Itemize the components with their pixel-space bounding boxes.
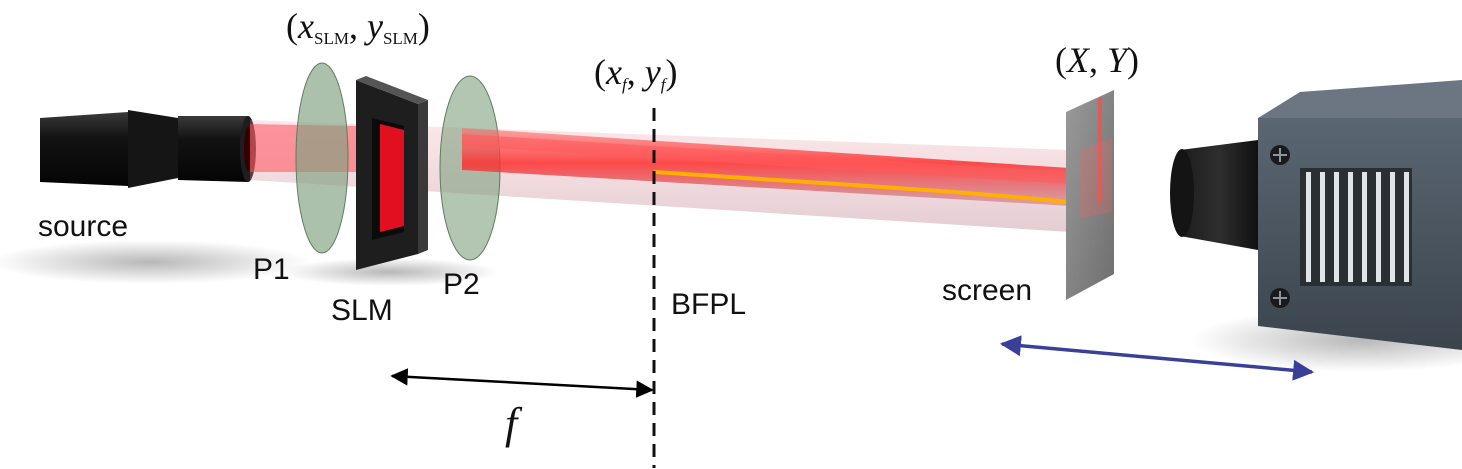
laser-source-icon [40, 110, 256, 188]
camera-screw-bottom [1270, 288, 1290, 308]
slm-device [356, 76, 428, 270]
slm-label: SLM [331, 294, 393, 327]
source-label: source [38, 210, 129, 243]
focal-length-arrow [390, 368, 654, 398]
slm-coord-y-sub: SLM [382, 29, 418, 48]
screen-coord-sep: , [1089, 40, 1098, 80]
focal-coord-x-sub: f [621, 75, 627, 94]
focal-coordinates: (xf, yf) [594, 52, 678, 94]
focal-coord-x: x [606, 52, 622, 92]
slm-coord-x-sub: SLM [313, 29, 349, 48]
slm-coordinates: (xSLM, ySLM) [286, 6, 430, 48]
slm-coord-sep: , [348, 6, 358, 46]
focal-coord-y: y [644, 52, 661, 92]
bfpl-label: BFPL [671, 288, 747, 321]
focal-coord-sep: , [626, 52, 636, 92]
polarizer-p1 [295, 62, 349, 254]
camera-vent [1306, 172, 1409, 282]
camera-icon [1170, 80, 1462, 350]
screen-coordinates: (X, Y) [1055, 40, 1140, 80]
screen-coord-y: Y [1107, 40, 1128, 80]
camera-screw-top [1270, 145, 1290, 165]
screen-label: screen [942, 274, 1033, 307]
focal-coord-y-sub: f [660, 75, 666, 94]
beam-yellow-streak [653, 170, 1070, 204]
p1-label: P1 [253, 253, 290, 286]
focal-length-label: f [505, 399, 518, 448]
p2-label: P2 [443, 268, 480, 301]
slm-coord-x: x [298, 6, 314, 46]
screen-coord-x: X [1067, 40, 1089, 80]
slm-shadow [280, 258, 500, 286]
beam-bright-core [462, 134, 1070, 184]
source-shadow [0, 240, 310, 284]
screen-panel [1066, 90, 1114, 300]
slm-coord-y: y [366, 6, 383, 46]
screen-travel-arrow [999, 335, 1315, 381]
